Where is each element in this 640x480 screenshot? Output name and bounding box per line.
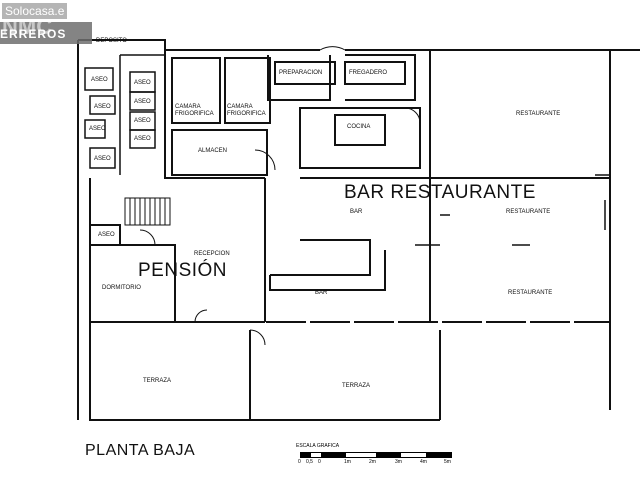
label-aseo: ASEO: [91, 77, 108, 83]
label-bar: BAR: [315, 290, 328, 296]
label-bar: BAR: [350, 209, 363, 215]
label-aseo: ASEO: [134, 99, 151, 105]
label-aseo: ASEO: [94, 104, 111, 110]
label-aseo: ASEO: [134, 136, 151, 142]
outer-wall-left: [77, 39, 166, 420]
scale-tick: 3m: [395, 459, 402, 465]
label-camara-frigorifica: CAMARA FRIGORIFICA: [175, 104, 214, 118]
door-arc: [254, 149, 276, 171]
almacen-box: [171, 129, 268, 176]
watermark-brand-bar: [0, 22, 92, 44]
label-aseo: ASEO: [89, 126, 106, 132]
label-fregadero: FREGADERO: [349, 70, 388, 76]
scale-tick: 0: [298, 459, 301, 465]
preparacion-box: [274, 61, 336, 85]
label-restaurante: RESTAURANTE: [506, 209, 551, 215]
watermark-brand: ERREROS: [0, 27, 67, 41]
label-restaurante: RESTAURANTE: [508, 290, 553, 296]
label-aseo: ASEO: [94, 156, 111, 162]
label-aseo-pension: ASEO: [98, 232, 115, 238]
label-deposito: DEPOSITO: [96, 38, 127, 44]
cocina-box: [334, 114, 386, 146]
restaurant-wall: [300, 50, 610, 180]
scale-segment: [301, 453, 311, 457]
scale-tick: 5m: [444, 459, 451, 465]
label-terraza: TERRAZA: [143, 378, 172, 384]
label-aseo: ASEO: [134, 118, 151, 124]
watermark-logo: NMC Solocasa.e ERREROS: [0, 0, 95, 48]
bar-counter: [269, 239, 386, 291]
toilet-blocks: [84, 54, 165, 175]
label-preparacion: PREPARACION: [279, 70, 323, 76]
camara-2: [224, 57, 271, 124]
scale-tick: 2m: [369, 459, 376, 465]
label-dormitorio: DORMITORIO: [102, 285, 141, 291]
terraza-outline: [89, 322, 611, 421]
scale-segment: [376, 453, 401, 457]
camara-1: [171, 57, 221, 124]
plan-title: PLANTA BAJA: [85, 442, 196, 459]
label-pension: PENSIÓN: [138, 260, 228, 281]
scale-tick: 0,5: [306, 459, 313, 465]
label-almacen: ALMACEN: [198, 148, 228, 154]
watermark-site: Solocasa.e: [2, 3, 68, 19]
door-arc: [194, 309, 208, 323]
scale-segment: [426, 453, 451, 457]
scale-tick: 4m: [420, 459, 427, 465]
wall-service-bar: [164, 50, 265, 179]
scale-tick: 1m: [344, 459, 351, 465]
aseo-pension: [89, 224, 121, 246]
scale-bar-frame: [300, 452, 452, 458]
pension-wall: [89, 178, 265, 323]
fregadero-box: [344, 61, 406, 85]
scale-segment: [321, 453, 346, 457]
scale-tick: 0: [318, 459, 321, 465]
scale-bar: ESCALA GRAFICA 0 0,5 0 1m 2m 3m 4m 5m: [296, 443, 456, 473]
pension-inner: [90, 244, 176, 322]
label-cocina: COCINA: [347, 124, 371, 130]
label-terraza: TERRAZA: [342, 383, 371, 389]
prep-surround: [267, 54, 416, 101]
door-arc: [319, 46, 346, 51]
door-arc: [404, 107, 421, 124]
label-aseo: ASEO: [134, 80, 151, 86]
kitchen-outline: [299, 107, 421, 169]
label-camara-frigorifica: CAMARA FRIGORIFICA: [227, 104, 266, 118]
staircase: [124, 197, 171, 226]
label-recepcion: RECEPCION: [194, 251, 230, 257]
scale-title: ESCALA GRAFICA: [296, 443, 340, 449]
door-arc: [249, 329, 266, 346]
label-bar-restaurante: BAR RESTAURANTE: [344, 182, 536, 203]
label-restaurante: RESTAURANTE: [516, 111, 561, 117]
restaurant-marks: [415, 174, 610, 246]
door-arc: [139, 229, 156, 246]
